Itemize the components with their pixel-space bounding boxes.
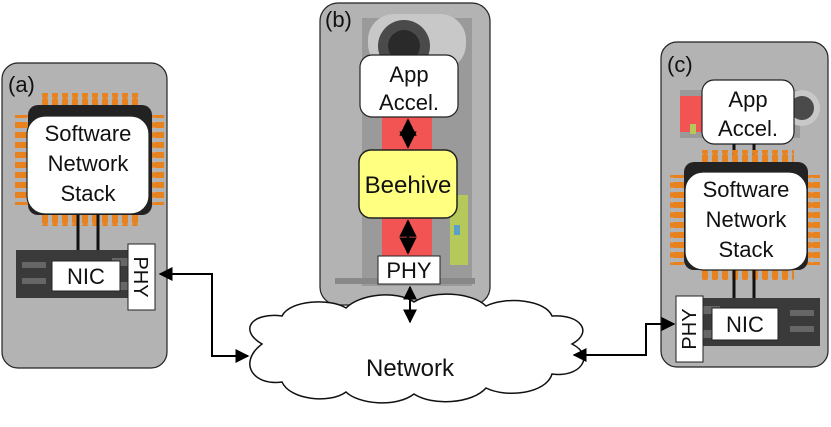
panel-c-nic-label: NIC: [726, 312, 764, 337]
panel-b-accel-line1: App: [389, 62, 428, 87]
link-a-network: [158, 267, 250, 363]
network-cloud: Network: [249, 293, 585, 404]
panel-c-software-stack-box: [684, 171, 808, 271]
panel-b-phy-box: [377, 255, 441, 285]
panel-c-accel-line1: App: [728, 87, 767, 112]
panel-a-stack-line3: Stack: [60, 181, 116, 206]
panel-a-stack-line1: Software: [45, 121, 132, 146]
panel-a-phy-box: [127, 243, 156, 311]
panel-b-label: (b): [325, 7, 352, 32]
panel-a-phy-label: PHY: [129, 256, 151, 297]
panel-c-nic-box: [711, 307, 779, 341]
panel-c-app-accel-box: [701, 79, 795, 145]
panel-b-phy-label: PHY: [386, 258, 432, 283]
panel-c-phy-box: [675, 295, 704, 363]
link-c-network: [572, 317, 676, 362]
panel-c-stack-line3: Stack: [718, 237, 774, 262]
panel-a-stack-line2: Network: [48, 151, 130, 176]
panel-b-accel-line2: Accel.: [379, 90, 439, 115]
panel-b: (b) App Accel. Beehive PHY: [319, 2, 491, 306]
network-label: Network: [366, 355, 455, 382]
panel-c-phy-label: PHY: [679, 308, 701, 349]
panel-b-beehive-box: [358, 149, 458, 219]
panel-c-accel-pipe: [680, 96, 702, 132]
panel-c-accel-line2: Accel.: [718, 116, 778, 141]
panel-a-nic-box: [51, 260, 121, 292]
panel-a-label: (a): [8, 72, 35, 97]
panel-c-stack-line1: Software: [703, 177, 790, 202]
panel-c-label: (c): [667, 52, 693, 77]
panel-c-stack-line2: Network: [706, 207, 788, 232]
panel-b-app-accel-box: [359, 54, 459, 118]
panel-c: (c) App Accel. Software Network Stack: [660, 41, 829, 368]
panel-c-fan: [790, 96, 814, 120]
panel-b-beehive-label: Beehive: [365, 172, 452, 199]
panel-a-software-stack-box: [26, 115, 150, 215]
panel-a: (a) Software Network Stack NIC PHY: [1, 62, 168, 369]
panel-a-nic-label: NIC: [67, 264, 105, 289]
